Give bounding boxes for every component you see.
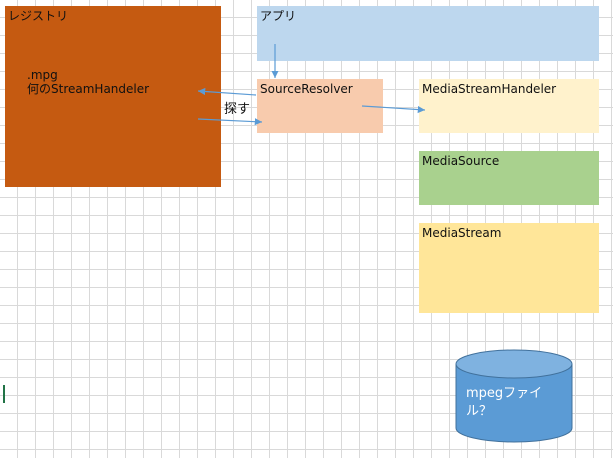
media-source-box[interactable]: MediaSource xyxy=(419,151,599,205)
app-label: アプリ xyxy=(260,9,297,23)
search-label: 探す xyxy=(224,102,251,117)
registry-box[interactable]: レジストリ .mpg 何のStreamHandeler xyxy=(5,6,221,187)
source-resolver-box[interactable]: SourceResolver xyxy=(257,79,383,133)
registry-note: .mpg 何のStreamHandeler xyxy=(27,68,150,96)
mpeg-file-cylinder[interactable] xyxy=(455,349,573,443)
media-stream-box[interactable]: MediaStream xyxy=(419,223,599,313)
arrow-registry-to-resolver[interactable] xyxy=(197,118,263,126)
cell-cursor xyxy=(3,385,5,403)
app-box[interactable]: アプリ xyxy=(257,6,599,61)
media-stream-handler-label: MediaStreamHandeler xyxy=(422,82,557,96)
arrow-resolver-to-registry[interactable] xyxy=(197,87,257,96)
registry-label: レジストリ xyxy=(8,9,69,23)
arrow-resolver-to-handler[interactable] xyxy=(361,105,426,114)
mpeg-file-label: mpegファイル？ xyxy=(466,386,543,419)
media-source-label: MediaSource xyxy=(422,154,500,168)
source-resolver-label: SourceResolver xyxy=(260,82,353,96)
media-stream-label: MediaStream xyxy=(422,226,502,240)
media-stream-handler-box[interactable]: MediaStreamHandeler xyxy=(419,79,599,133)
